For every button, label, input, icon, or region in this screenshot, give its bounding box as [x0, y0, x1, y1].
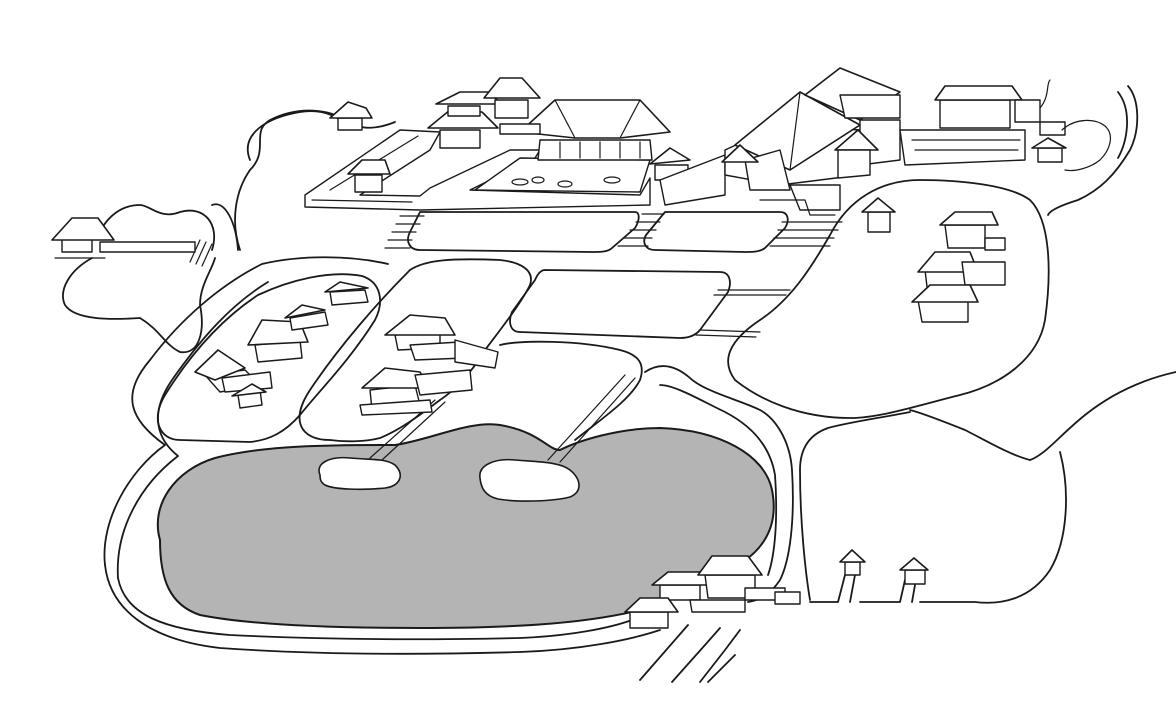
main-hall [519, 99, 671, 161]
pagoda-top [483, 77, 541, 135]
right-complex [659, 67, 1112, 216]
main-courtyard [189, 77, 843, 267]
pond-island-left [318, 456, 401, 491]
stairs [189, 213, 843, 267]
plaza [509, 269, 731, 339]
center-enclosure [298, 258, 532, 441]
outer-path-left [103, 256, 389, 566]
pond-group [156, 374, 775, 630]
pavilion-far-left [51, 217, 196, 259]
terrain-lines [62, 85, 1176, 604]
pond-island-right [479, 458, 580, 502]
lower-terrace-right [643, 211, 789, 253]
left-buildings [194, 281, 369, 409]
pond [156, 423, 775, 630]
left-enclosure [156, 273, 381, 443]
outer-path-bottom [104, 564, 661, 655]
gate-left [347, 159, 391, 193]
garden-paths [103, 256, 794, 683]
center-buildings [359, 314, 499, 416]
lower-terrace-left [407, 211, 640, 253]
right-garden-boundary [727, 179, 1050, 419]
right-garden-buildings [861, 197, 1006, 323]
pagoda-left [427, 91, 503, 149]
left-island-boundary [62, 257, 216, 353]
bottom-pavilions [624, 549, 929, 629]
pavilion-top-left [329, 101, 373, 131]
